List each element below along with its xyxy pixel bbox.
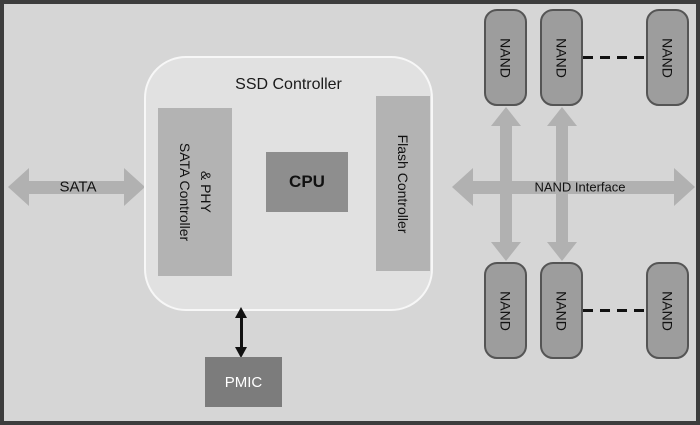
ssd-controller-title: SSD Controller [235, 76, 342, 93]
flash-controller-block: Flash Controller [376, 96, 430, 271]
nand-dashed-connector-top [583, 56, 646, 59]
sata-controller-phy-label: SATA Controller & PHY [174, 143, 216, 241]
arrow-head-up [491, 107, 521, 126]
pmic-arrow [231, 307, 251, 358]
arrow-head-down [491, 242, 521, 261]
nand-chip: NAND [540, 262, 583, 359]
nand-chip: NAND [484, 262, 527, 359]
nand-dashed-connector-bottom [583, 309, 646, 312]
arrow-body [239, 316, 243, 349]
sata-controller-phy-block: SATA Controller & PHY [158, 108, 232, 276]
arrow-body [27, 181, 126, 194]
arrow-head-right [674, 168, 695, 206]
nand-chip: NAND [646, 9, 689, 106]
sata-controller-phy-line2: & PHY [198, 170, 214, 214]
arrow-head-down [235, 347, 247, 358]
sata-controller-phy-line1: SATA Controller [177, 142, 193, 242]
nand-chip-label: NAND [659, 290, 676, 331]
nand-chip: NAND [646, 262, 689, 359]
sata-arrow [8, 168, 145, 206]
nand-interface-arrow [452, 168, 695, 206]
arrow-body [500, 124, 512, 244]
nand-chip-label: NAND [497, 37, 514, 78]
cpu-block: CPU [266, 152, 348, 212]
arrow-body [471, 181, 676, 194]
nand-chip-label: NAND [497, 290, 514, 331]
nand-chip-label: NAND [659, 37, 676, 78]
nand-interface-label: NAND Interface [534, 179, 626, 195]
nand-vertical-arrow-left [491, 107, 521, 261]
nand-chip-label: NAND [553, 290, 570, 331]
cpu-label: CPU [289, 172, 325, 191]
arrow-head-left [452, 168, 473, 206]
arrow-head-left [8, 168, 29, 206]
nand-chip-label: NAND [553, 37, 570, 78]
arrow-body [556, 124, 568, 244]
nand-vertical-arrow-right [547, 107, 577, 261]
sata-label: SATA [59, 178, 97, 196]
pmic-block: PMIC [205, 357, 282, 407]
nand-chip: NAND [484, 9, 527, 106]
arrow-head-up [547, 107, 577, 126]
arrow-head-down [547, 242, 577, 261]
flash-controller-label: Flash Controller [395, 134, 411, 233]
pmic-label: PMIC [224, 373, 263, 391]
arrow-head-right [124, 168, 145, 206]
nand-chip: NAND [540, 9, 583, 106]
arrow-head-up [235, 307, 247, 318]
